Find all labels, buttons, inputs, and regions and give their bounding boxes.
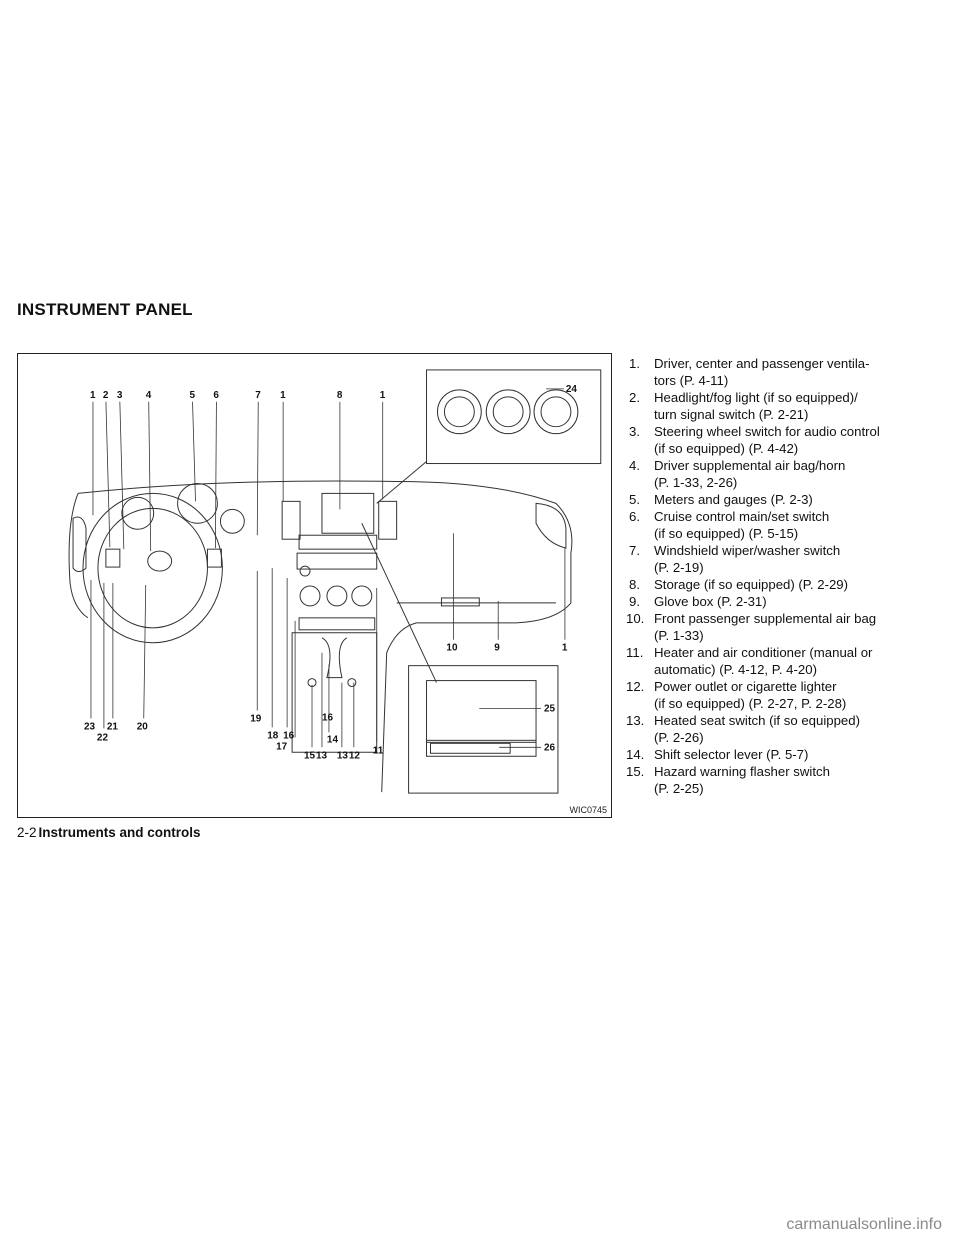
callout-label: 24 [566,384,578,395]
figure-code: WIC0745 [569,805,607,815]
legend-number: 12. [626,679,645,694]
legend-item: 3. Steering wheel switch for audio contro… [629,423,914,457]
callout-label: 26 [544,742,556,753]
legend-text-cont: (P. 2-19) [654,560,704,575]
callout-label: 16 [322,712,334,723]
instrument-panel-figure: 1 2 3 4 5 6 7 1 8 1 24 10 9 1 25 26 23 2… [17,353,612,818]
legend-item: 13. Heated seat switch (if so equipped) (P… [626,712,914,746]
callout-label: 2 [103,390,109,401]
legend-text: Storage (if so equipped) (P. 2-29) [654,577,849,592]
legend-text-cont: (if so equipped) (P. 2-27, P. 2-28) [654,696,847,711]
callout-label: 9 [494,643,500,654]
legend-item: 9. Glove box (P. 2-31) [629,593,914,610]
legend-text-cont: (if so equipped) (P. 5-15) [654,526,799,541]
callout-label: 1 [380,390,386,401]
legend-item: 5. Meters and gauges (P. 2-3) [629,491,914,508]
legend-text-cont: turn signal switch (P. 2-21) [654,407,809,422]
legend-item: 2. Headlight/fog light (if so equipped)/ t… [629,389,914,423]
legend-text: Shift selector lever (P. 5-7) [654,747,809,762]
callout-label: 14 [327,734,339,745]
watermark: carmanualsonline.info [786,1216,942,1233]
legend-number: 15. [626,764,645,779]
component-legend: 1. Driver, center and passenger ventila-t… [626,355,914,797]
legend-item: 11. Heater and air conditioner (manual or… [626,644,914,678]
legend-number: 8. [629,577,640,592]
callout-label: 10 [446,643,458,654]
legend-text-cont: (P. 2-26) [654,730,704,745]
legend-text-cont: (if so equipped) (P. 4-42) [654,441,799,456]
legend-number: 9. [629,594,640,609]
callout-label: 17 [276,741,288,752]
legend-number: 5. [629,492,640,507]
legend-text: Driver, center and passenger ventila- [654,356,870,371]
callout-label: 13 [337,750,349,761]
legend-text-cont: (P. 1-33) [654,628,704,643]
legend-item: 12. Power outlet or cigarette lighter (if … [626,678,914,712]
legend-item: 4. Driver supplemental air bag/horn (P. 1-… [629,457,914,491]
legend-text: Steering wheel switch for audio control [654,424,880,439]
callout-label: 12 [349,750,361,761]
legend-text: Glove box (P. 2-31) [654,594,767,609]
callout-label: 22 [97,732,109,743]
callout-label: 1 [90,390,96,401]
chapter-title: Instruments and controls [38,825,201,840]
page-number: 2-2 [17,825,37,840]
callout-label: 5 [190,390,196,401]
legend-text: Windshield wiper/washer switch [654,543,841,558]
legend-number: 11. [626,645,644,660]
legend-item: 10. Front passenger supplemental air bag (… [626,610,914,644]
callout-label: 16 [283,730,295,741]
legend-number: 6. [629,509,640,524]
callout-label: 1 [280,390,286,401]
callout-label: 23 [84,721,96,732]
callout-label: 25 [544,703,556,714]
legend-text: Cruise control main/set switch [654,509,830,524]
callout-label: 6 [213,390,219,401]
callout-label: 11 [373,745,384,756]
callout-label: 8 [337,390,343,401]
legend-text-cont: (P. 2-25) [654,781,704,796]
section-title: INSTRUMENT PANEL [17,300,193,319]
callout-label: 13 [316,750,328,761]
legend-text-cont: automatic) (P. 4-12, P. 4-20) [654,662,817,677]
callout-label: 7 [255,390,261,401]
legend-text: Front passenger supplemental air bag [654,611,877,626]
instrument-panel-illustration: 1 2 3 4 5 6 7 1 8 1 24 10 9 1 25 26 23 2… [68,369,602,794]
legend-number: 10. [626,611,645,626]
legend-item: 6. Cruise control main/set switch (if so e… [629,508,914,542]
legend-number: 13. [626,713,645,728]
callout-label: 21 [107,721,119,732]
legend-text-cont: (P. 1-33, 2-26) [654,475,738,490]
legend-text: Driver supplemental air bag/horn [654,458,846,473]
legend-number: 7. [629,543,640,558]
callout-label: 1 [562,643,568,654]
legend-number: 3. [629,424,640,439]
legend-text: Power outlet or cigarette lighter [654,679,837,694]
legend-text: Headlight/fog light (if so equipped)/ [654,390,858,405]
legend-text-cont: tors (P. 4-11) [654,373,729,388]
legend-item: 1. Driver, center and passenger ventila-t… [629,355,914,389]
callout-label: 19 [250,713,262,724]
callout-label: 20 [137,721,149,732]
callout-label: 18 [267,730,279,741]
legend-text: Heated seat switch (if so equipped) [654,713,860,728]
callout-label: 4 [146,390,152,401]
callout-label: 3 [117,390,123,401]
legend-number: 1. [629,356,640,371]
legend-item: 15. Hazard warning flasher switch (P. 2-25… [626,763,914,797]
legend-number: 4. [629,458,640,473]
legend-number: 14. [626,747,645,762]
callout-label: 15 [304,750,316,761]
legend-item: 8. Storage (if so equipped) (P. 2-29) [629,576,914,593]
legend-text: Heater and air conditioner (manual or [654,645,873,660]
legend-number: 2. [629,390,640,405]
legend-item: 7. Windshield wiper/washer switch (P. 2-19… [629,542,914,576]
legend-text: Meters and gauges (P. 2-3) [654,492,813,507]
legend-item: 14. Shift selector lever (P. 5-7) [626,746,914,763]
legend-text: Hazard warning flasher switch [654,764,830,779]
